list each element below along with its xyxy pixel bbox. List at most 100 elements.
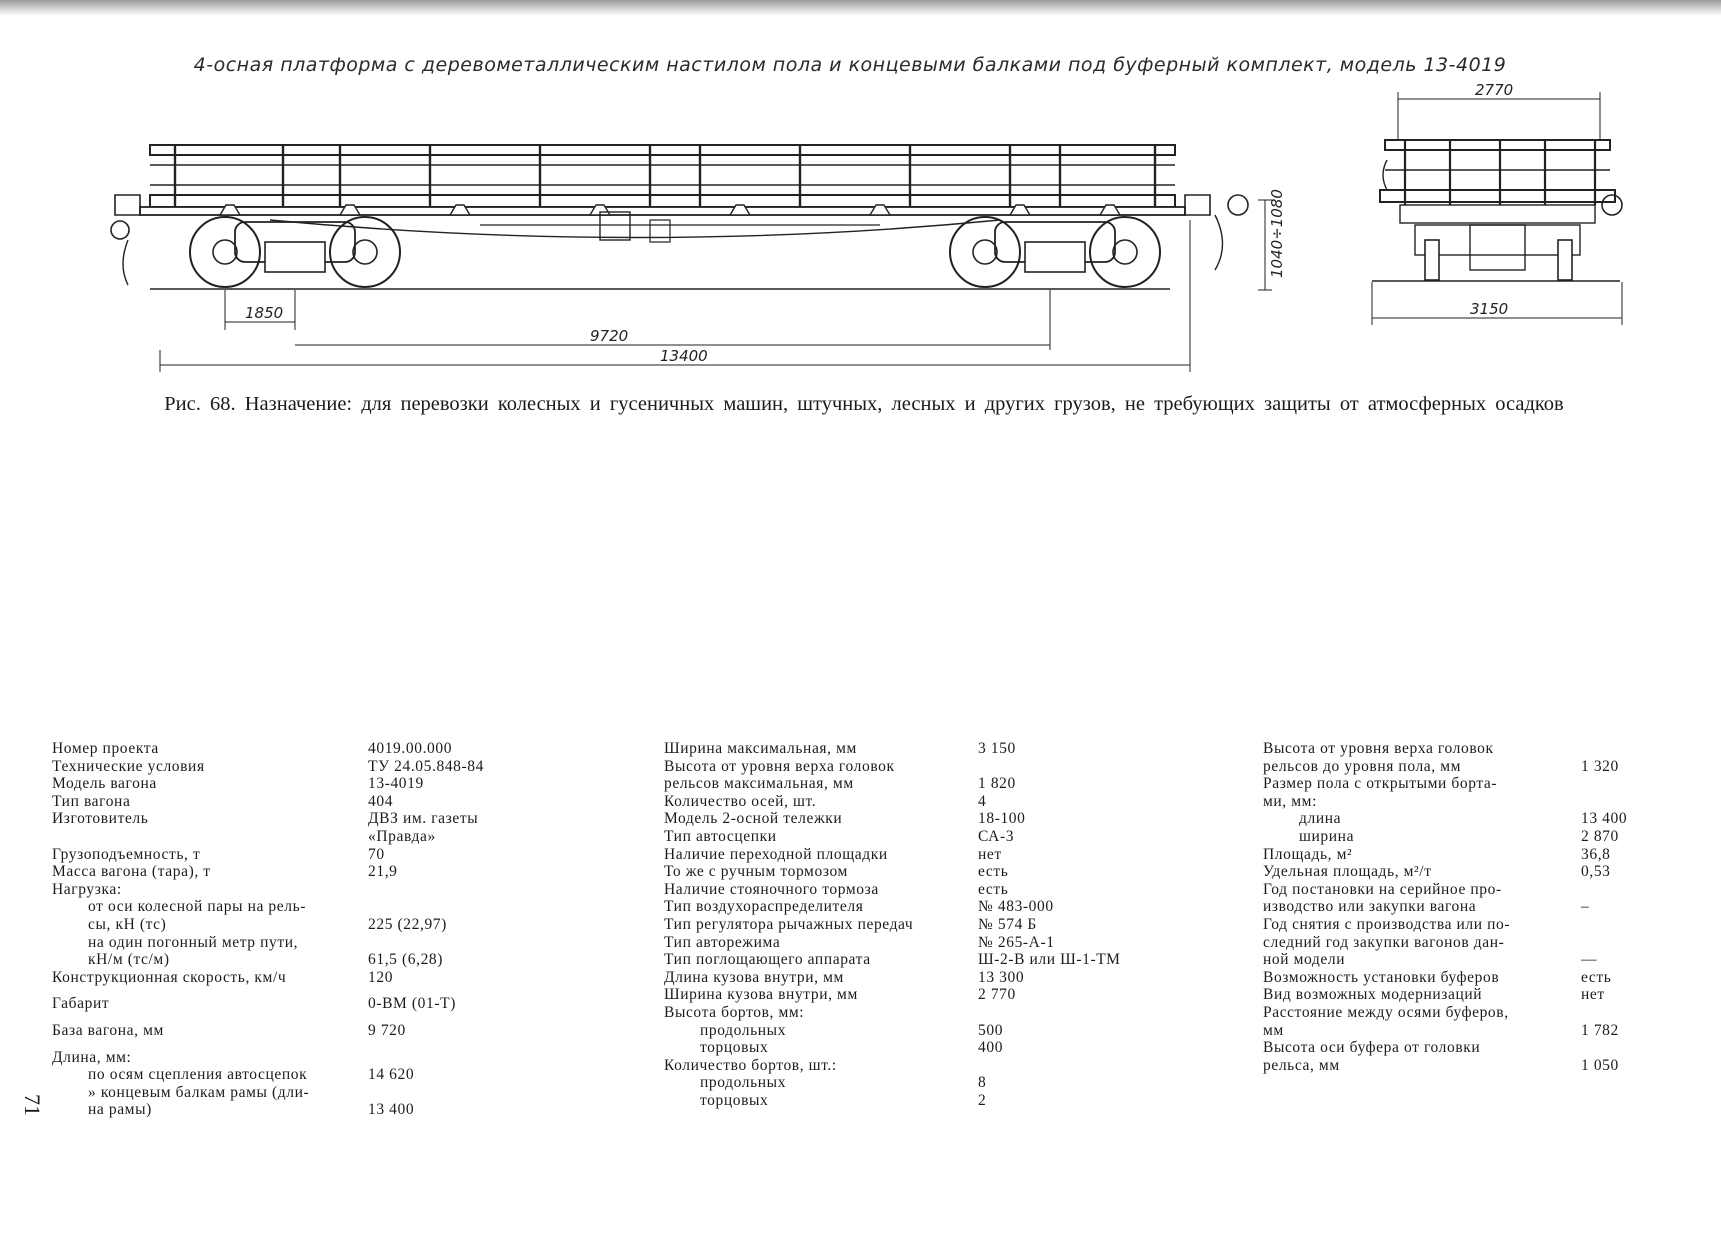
- spec-value: 61,5 (6,28): [368, 951, 444, 969]
- spec-value: —: [1581, 951, 1598, 969]
- spec-label: Расстояние между осями буферов,: [1263, 1003, 1509, 1021]
- spec-row: » концевым балкам рамы (дли-: [52, 1084, 484, 1102]
- spec-label: продольных: [700, 1021, 787, 1039]
- spec-value: «Правда»: [368, 827, 436, 845]
- spec-row: Тип вагона 404: [52, 793, 484, 811]
- spec-label: Количество бортов, шт.:: [664, 1056, 837, 1074]
- spec-row: ми, мм:: [1263, 793, 1627, 811]
- spec-label: по осям сцепления автосцепок: [88, 1066, 308, 1084]
- spec-label: Габарит: [52, 995, 110, 1013]
- spec-label: от оси колесной пары на рель-: [88, 898, 307, 916]
- spec-value: 4019.00.000: [368, 740, 453, 757]
- spec-value: 4: [978, 792, 987, 810]
- spec-label: ширина: [1299, 827, 1355, 845]
- spec-value: 21,9: [368, 863, 398, 881]
- spec-label: на рамы): [88, 1101, 152, 1119]
- spec-label: Длина кузова внутри, мм: [664, 968, 844, 986]
- spec-value: ДВЗ им. газеты: [368, 810, 479, 828]
- spec-row: Высота от уровня верха головок: [664, 758, 1120, 776]
- spec-label: Высота бортов, мм:: [664, 1003, 805, 1021]
- spec-value: 8: [978, 1074, 987, 1092]
- spec-row: изводство или закупки вагона–: [1263, 898, 1627, 916]
- spec-value: 2: [978, 1091, 987, 1109]
- spec-value: –: [1581, 898, 1590, 916]
- spec-label: рельса, мм: [1263, 1056, 1340, 1074]
- spec-row: Высота оси буфера от головки: [1263, 1039, 1627, 1057]
- spec-value: 2 770: [978, 986, 1016, 1004]
- spec-value: 1 320: [1581, 757, 1619, 775]
- spec-row: Нагрузка:: [52, 881, 484, 899]
- spec-label: Тип поглощающего аппарата: [664, 951, 871, 969]
- spec-label: Тип автосцепки: [664, 827, 777, 845]
- dim-bogie-base: 1850: [245, 304, 283, 322]
- spec-value: 13 400: [1581, 810, 1628, 828]
- dim-length: 13400: [660, 347, 708, 365]
- spec-label: Нагрузка:: [52, 880, 122, 898]
- spec-value: 14 620: [368, 1066, 415, 1084]
- spec-label: Тип регулятора рычажных передач: [664, 915, 914, 933]
- spec-value: 9 720: [368, 1021, 406, 1039]
- spec-row: от оси колесной пары на рель-: [52, 898, 484, 916]
- figure-caption: Рис. 68. Назначение: для перевозки колес…: [164, 393, 1564, 415]
- spec-value: № 574 Б: [978, 915, 1037, 933]
- spec-value: СА-3: [978, 827, 1015, 845]
- spec-label: на один погонный метр пути,: [88, 933, 299, 951]
- spec-value: 1 820: [978, 775, 1016, 793]
- spec-value: есть: [978, 880, 1009, 898]
- spec-row: на один погонный метр пути,: [52, 934, 484, 952]
- spec-value: ТУ 24.05.848-84: [368, 757, 484, 775]
- spec-value: Ш-2-В или Ш-1-ТМ: [978, 951, 1121, 969]
- spec-label: Тип вагона: [52, 792, 131, 810]
- spec-label: Тип авторежима: [664, 933, 781, 951]
- drawing-title: 4-осная платформа с деревометаллическим …: [193, 54, 1507, 76]
- spec-value: 0,53: [1581, 863, 1611, 881]
- spec-row: Наличие переходной площадки нет: [664, 846, 1120, 864]
- spec-label: Площадь, м²: [1263, 845, 1353, 863]
- spec-value: 13 400: [368, 1101, 415, 1119]
- spec-value: нет: [1581, 986, 1605, 1004]
- spec-value: нет: [978, 845, 1002, 863]
- spec-value: 70: [368, 845, 385, 863]
- side-dimensions: [159, 199, 1272, 372]
- spec-label: Год постановки на серийное про-: [1263, 880, 1502, 898]
- spec-value: 13 300: [978, 968, 1025, 986]
- spec-label: Год снятия с производства или по-: [1263, 915, 1511, 933]
- spec-label: ной модели: [1263, 951, 1346, 969]
- spec-label: Длина, мм:: [52, 1048, 132, 1066]
- spec-label: То же с ручным тормозом: [664, 863, 848, 881]
- spec-label: рельсов максимальная, мм: [664, 775, 854, 793]
- spec-label: Количество осей, шт.: [664, 792, 817, 810]
- spec-row: по осям сцепления автосцепок 14 620: [52, 1066, 484, 1084]
- dim-wagon-base: 9720: [590, 327, 628, 345]
- spec-row: торцовых 2: [664, 1092, 1120, 1110]
- end-dimensions: [1371, 92, 1623, 325]
- spec-value: 3 150: [978, 740, 1016, 757]
- spec-row: То же с ручным тормозом есть: [664, 863, 1120, 881]
- spec-row: Расстояние между осями буферов,: [1263, 1004, 1627, 1022]
- spec-label: Изготовитель: [52, 810, 149, 828]
- spec-value: есть: [1581, 968, 1612, 986]
- spec-value: 404: [368, 792, 394, 810]
- spec-label: Наличие переходной площадки: [664, 845, 888, 863]
- spec-row: Высота бортов, мм:: [664, 1004, 1120, 1022]
- spec-value: есть: [978, 863, 1009, 881]
- dim-height: 1040÷1080: [1268, 189, 1286, 278]
- spec-value: 36,8: [1581, 845, 1611, 863]
- spec-row: кН/м (тс/м)61,5 (6,28): [52, 951, 484, 969]
- spec-row: Количество осей, шт. 4: [664, 793, 1120, 811]
- spec-row: Год постановки на серийное про-: [1263, 881, 1627, 899]
- spec-label: торцовых: [700, 1091, 769, 1109]
- spec-label: следний год закупки вагонов дан-: [1263, 933, 1505, 951]
